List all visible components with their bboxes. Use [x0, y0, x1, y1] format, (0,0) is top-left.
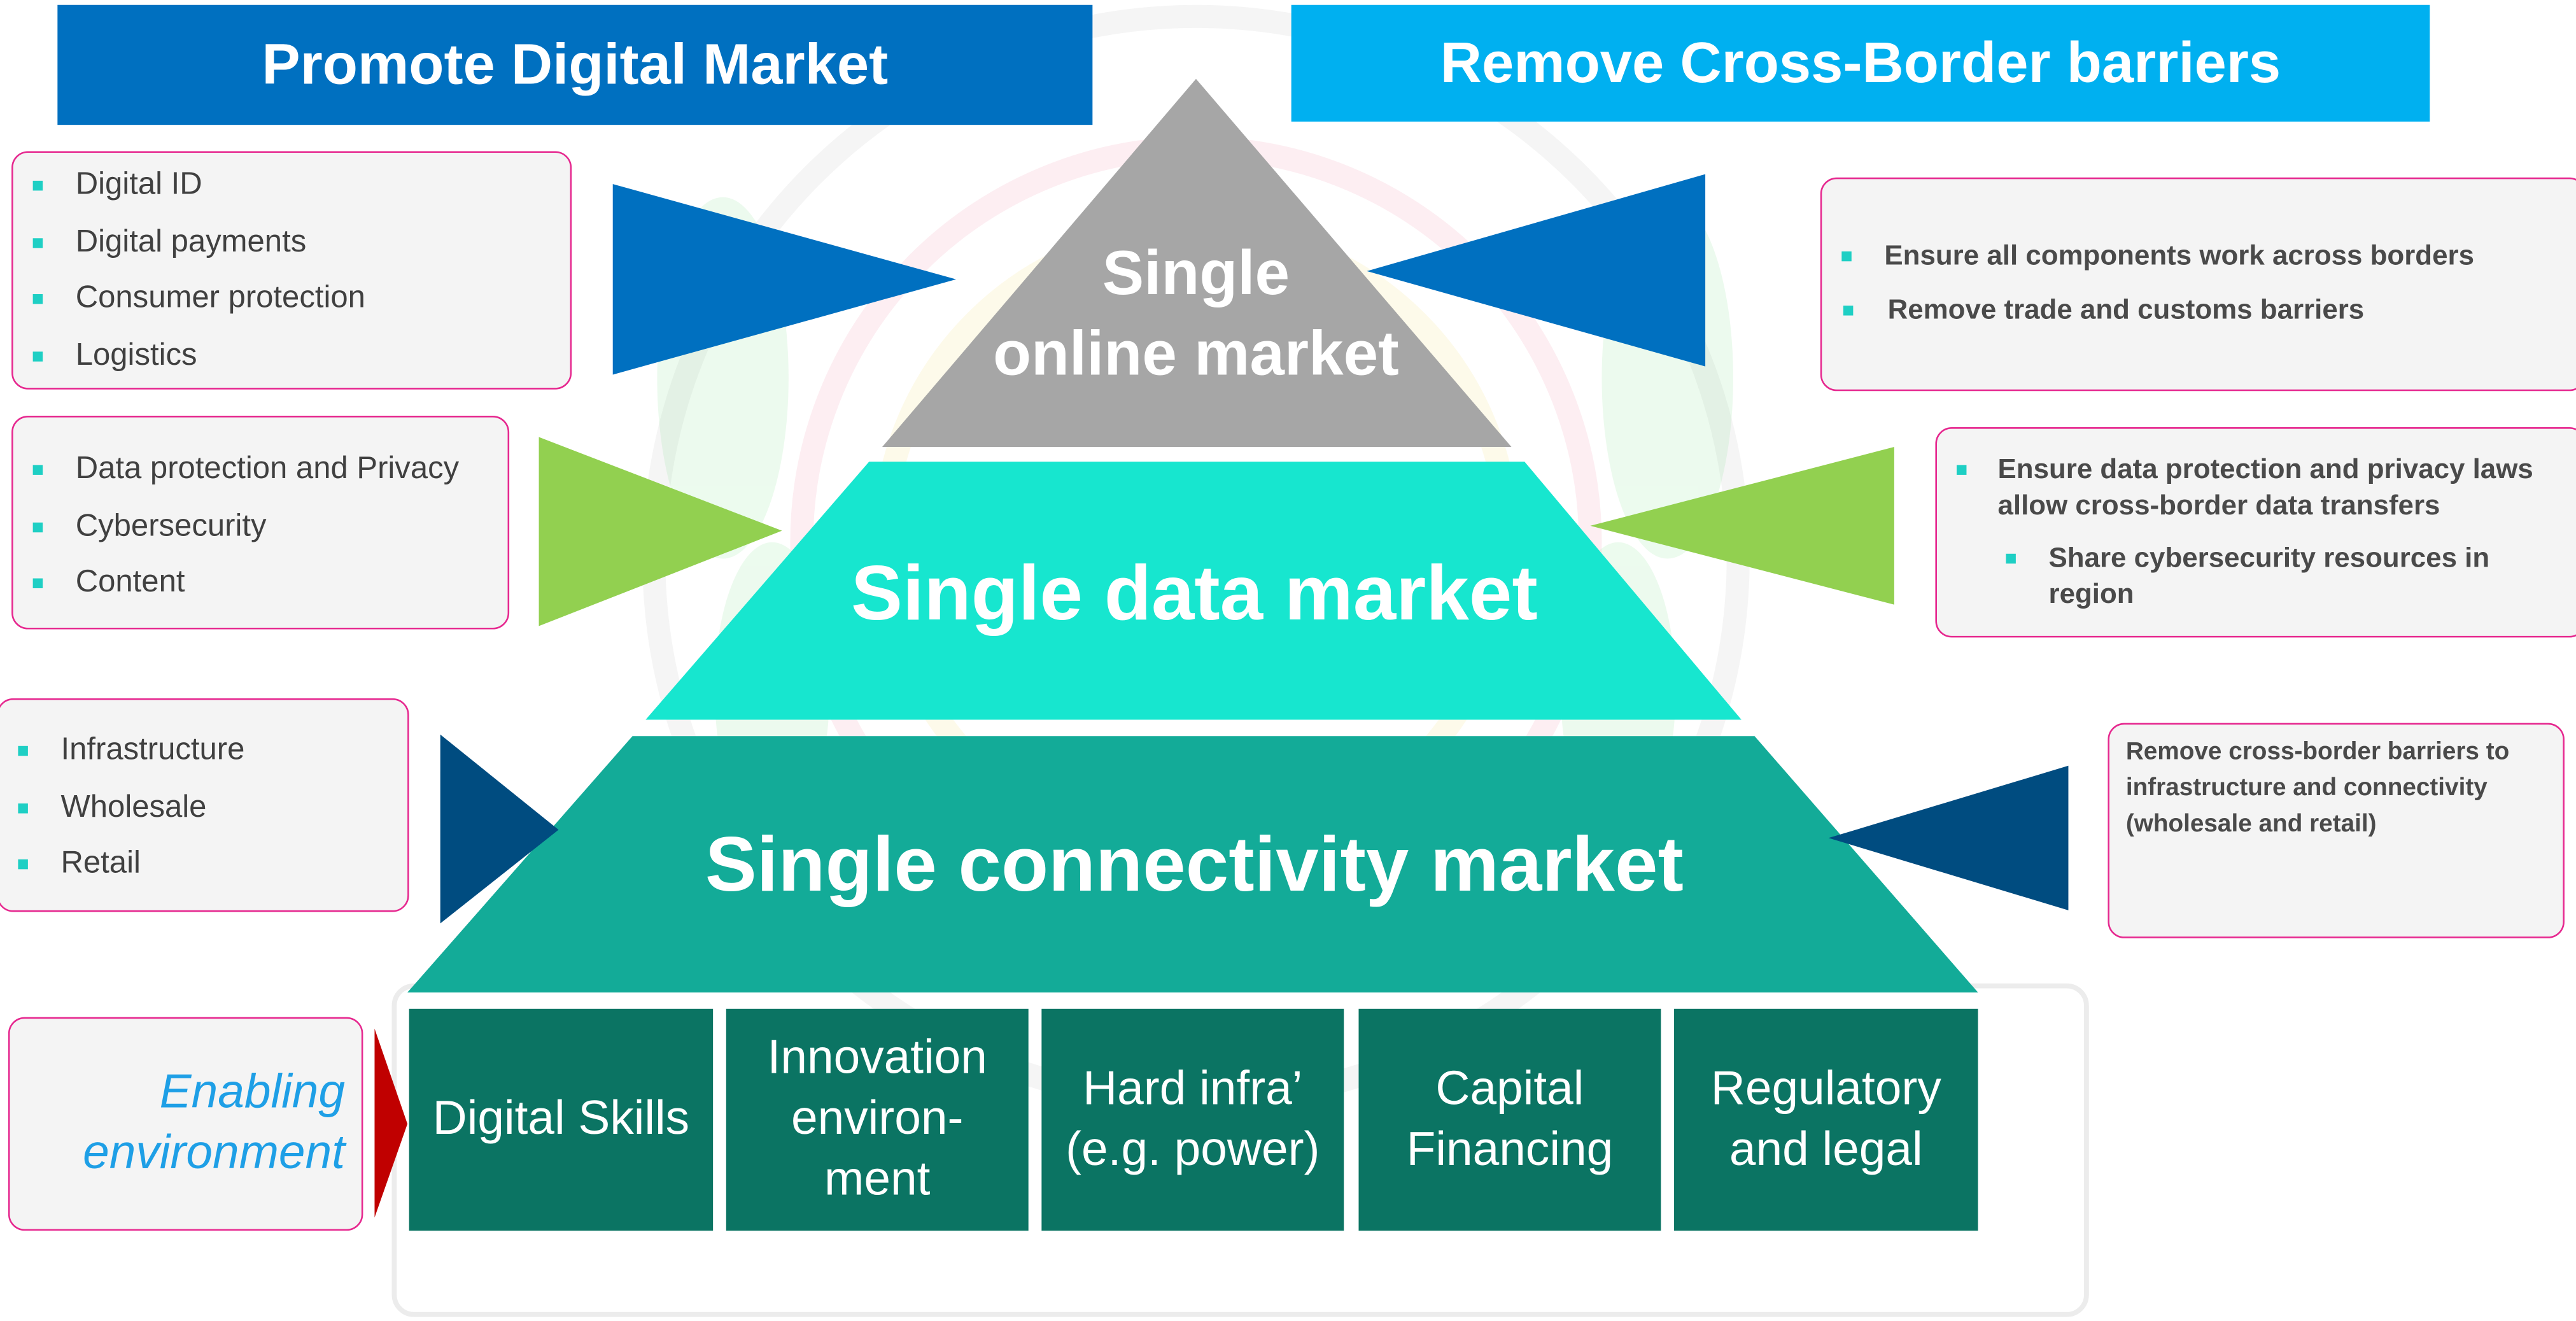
tier-top-line2: online market — [993, 320, 1399, 390]
arrow-bottom-left — [440, 734, 559, 924]
pillar-innovation-environment: Innovation environ- ment — [726, 1008, 1029, 1231]
pillar-capital-financing: Capital Financing — [1358, 1008, 1661, 1231]
banner-promote-digital-market: Promote Digital Market — [57, 4, 1093, 125]
tier-top-label: Single online market — [950, 235, 1442, 396]
pillar-label: environ- — [791, 1092, 964, 1145]
list-item: Digital payments — [13, 215, 570, 271]
arrow-top-right — [1367, 174, 1706, 367]
list-item: Content — [13, 555, 508, 612]
pillar-digital-skills: Digital Skills — [409, 1008, 714, 1231]
enabling-line1: Enabling — [159, 1066, 346, 1119]
pillar-label: Digital Skills — [432, 1092, 690, 1145]
right-box-data: Ensure data protection and privacy laws … — [1935, 427, 2576, 638]
list-item: Ensure data protection and privacy laws … — [1937, 452, 2576, 525]
enabling-line2: environment — [83, 1127, 346, 1180]
list-item: Digital ID — [13, 158, 570, 215]
arrow-middle-right — [1590, 447, 1894, 605]
list-item: Ensure all components work across border… — [1822, 238, 2576, 274]
left-box-connectivity: Infrastructure Wholesale Retail — [0, 698, 409, 912]
list-item: Cybersecurity — [13, 498, 508, 555]
list-item: Wholesale — [0, 780, 407, 837]
list-item: Remove trade and customs barriers — [1822, 292, 2576, 328]
pillar-hard-infra: Hard infra’ (e.g. power) — [1041, 1008, 1344, 1231]
list-item: Share cybersecurity resources in region — [1937, 540, 2576, 613]
right-box-online: Ensure all components work across border… — [1820, 177, 2576, 392]
pillar-label: Regulatory — [1710, 1062, 1941, 1115]
left-box-online: Digital ID Digital payments Consumer pro… — [11, 151, 572, 390]
tier-top-line1: Single — [1102, 239, 1290, 309]
pillar-label: Financing — [1406, 1123, 1614, 1176]
list-item: Consumer protection — [13, 271, 570, 328]
arrow-middle-left — [538, 437, 782, 626]
banner-remove-cross-border-barriers: Remove Cross-Border barriers — [1291, 4, 2430, 122]
arrow-top-left — [612, 184, 957, 375]
pillar-label: Innovation — [767, 1031, 987, 1085]
left-box-data: Data protection and Privacy Cybersecurit… — [11, 415, 510, 630]
pillar-label: (e.g. power) — [1066, 1123, 1320, 1176]
tier-middle-label: Single data market — [851, 549, 1538, 636]
list-item: Infrastructure — [0, 723, 407, 780]
list-item: Data protection and Privacy — [13, 442, 508, 498]
pillar-label: ment — [824, 1153, 931, 1206]
pillar-label: Hard infra’ — [1083, 1062, 1303, 1115]
banner-right-label: Remove Cross-Border barriers — [1440, 30, 2281, 95]
list-item: Logistics — [13, 328, 570, 385]
banner-left-label: Promote Digital Market — [262, 32, 889, 96]
list-item: Retail — [0, 837, 407, 893]
pillar-label: Capital — [1435, 1062, 1584, 1115]
arrow-enabling — [374, 1028, 408, 1218]
tier-bottom-label: Single connectivity market — [705, 819, 1684, 907]
pyramid-tier-top — [882, 78, 1512, 448]
pillar-label: and legal — [1729, 1123, 1923, 1176]
right-box-connectivity: Remove cross-border barriers to infrastr… — [2108, 723, 2565, 938]
right-box-connectivity-text: Remove cross-border barriers to infrastr… — [2125, 737, 2510, 838]
pyramid-tier-bottom — [407, 736, 1978, 993]
pillar-regulatory-legal: Regulatory and legal — [1674, 1008, 1978, 1231]
arrow-bottom-right — [1828, 765, 2069, 910]
enabling-environment-box: Enabling environment — [8, 1017, 363, 1231]
pyramid-tier-middle — [645, 462, 1742, 720]
